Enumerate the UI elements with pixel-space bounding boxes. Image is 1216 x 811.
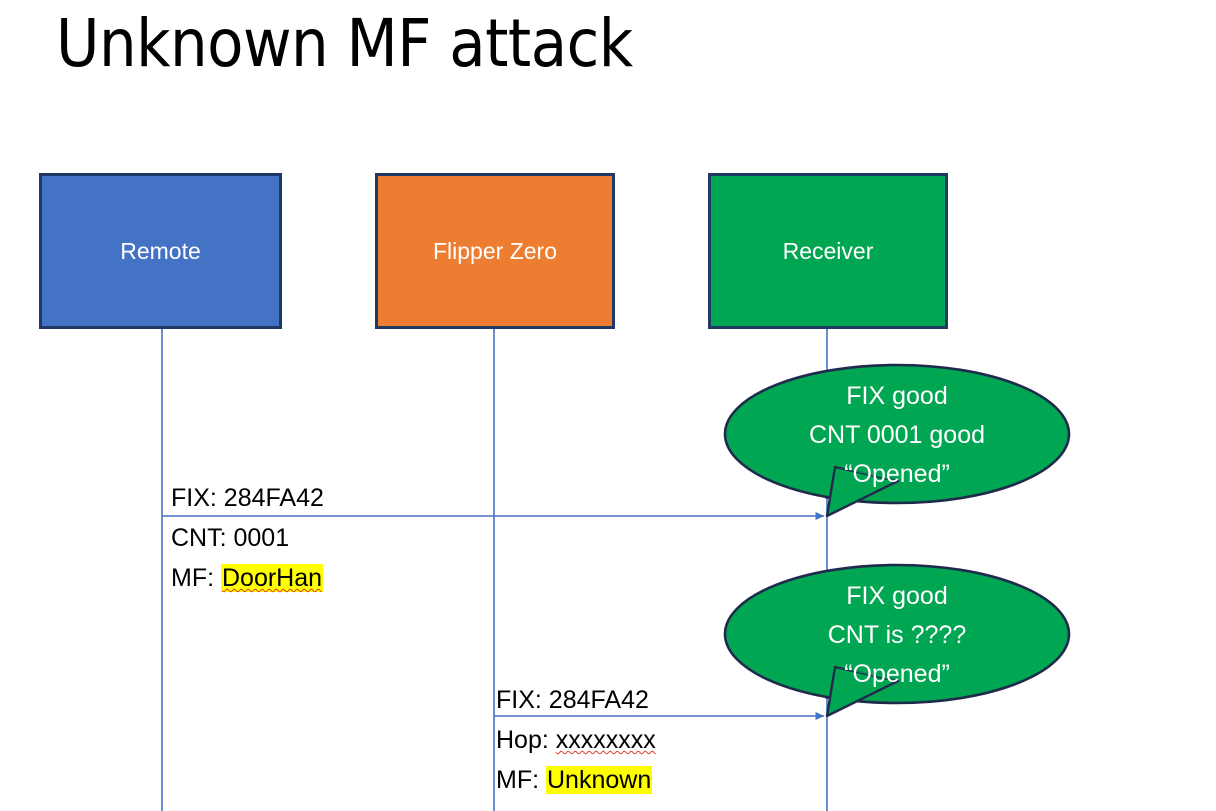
message-line-label: FIX: xyxy=(496,686,549,714)
message-line-value: 0001 xyxy=(233,524,290,552)
actor-label-flipper: Flipper Zero xyxy=(433,237,557,264)
message-line: FIX: 284FA42 xyxy=(496,680,656,720)
message-line: FIX: 284FA42 xyxy=(171,478,324,518)
page-title: Unknown MF attack xyxy=(56,5,633,82)
message-line: MF: DoorHan xyxy=(171,558,324,598)
message-line-label: CNT: xyxy=(171,524,234,552)
message-text-flipper-to-receiver: FIX: 284FA42 Hop: xxxxxxxx MF: Unknown xyxy=(496,680,656,800)
message-line-value-highlighted: Unknown xyxy=(546,766,653,794)
message-line-label: MF: xyxy=(496,766,546,794)
message-line-value: 284FA42 xyxy=(548,686,649,714)
message-line-label: Hop: xyxy=(496,726,556,754)
actor-box-receiver[interactable]: Receiver xyxy=(708,173,948,329)
message-line: MF: Unknown xyxy=(496,760,656,800)
message-line-label: MF: xyxy=(171,564,221,592)
speech-bubble-shape xyxy=(723,563,1071,718)
speech-bubble-receiver-second[interactable]: FIX good CNT is ???? “Opened” xyxy=(723,563,1071,718)
actor-label-receiver: Receiver xyxy=(782,237,874,264)
actor-box-flipper[interactable]: Flipper Zero xyxy=(375,173,615,329)
speech-bubble-shape xyxy=(723,363,1071,518)
actor-box-remote[interactable]: Remote xyxy=(39,173,282,329)
message-line-label: FIX: xyxy=(171,484,224,512)
message-line: CNT: 0001 xyxy=(171,518,324,558)
message-line: Hop: xxxxxxxx xyxy=(496,720,656,760)
message-line-value: xxxxxxxx xyxy=(555,726,656,754)
actor-label-remote: Remote xyxy=(120,237,201,264)
message-line-value-highlighted: DoorHan xyxy=(221,564,324,592)
speech-bubble-receiver-first[interactable]: FIX good CNT 0001 good “Opened” xyxy=(723,363,1071,518)
message-text-remote-to-receiver: FIX: 284FA42 CNT: 0001 MF: DoorHan xyxy=(171,478,324,598)
message-line-value: 284FA42 xyxy=(223,484,324,512)
